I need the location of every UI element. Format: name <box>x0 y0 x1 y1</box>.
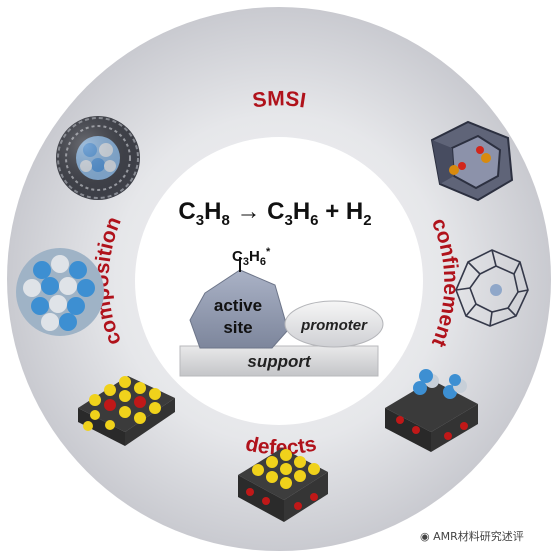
promoter-shape <box>284 300 384 348</box>
watermark: ◉ AMR材料研究述评 <box>420 528 524 544</box>
supported-cluster-slab-illustration <box>385 369 478 452</box>
label-smsi: SMSI <box>251 87 307 112</box>
active-site-shape <box>189 269 289 349</box>
alloy-nanoparticle-illustration <box>16 248 104 336</box>
product-propylene: C3H6 <box>267 198 319 229</box>
reaction-equation: C3H8 → C3H6 + H2 <box>150 198 400 229</box>
reaction-arrow: → <box>236 198 261 225</box>
support-block <box>179 345 379 377</box>
zeolite-cage-illustration <box>430 120 514 202</box>
product-hydrogen: H2 <box>345 198 372 229</box>
support-label: support <box>247 352 312 371</box>
active-site-label-line1: active <box>214 296 262 315</box>
layered-slab-left-illustration <box>78 376 175 446</box>
reactant: C3H8 <box>178 198 230 229</box>
watermark-text: AMR材料研究述评 <box>433 530 524 543</box>
inner-disc <box>135 137 423 425</box>
defect-slab-illustration <box>238 448 328 522</box>
zeolite-framework-illustration <box>455 249 529 327</box>
active-site-label-line2: site <box>223 318 252 337</box>
adsorbed-propylene: C3H6* <box>232 246 271 268</box>
wechat-icon: ◉ <box>420 530 430 543</box>
plus-sign: + <box>325 198 340 225</box>
cage-cluster-illustration <box>56 116 140 200</box>
promoter-label: promoter <box>300 317 368 334</box>
